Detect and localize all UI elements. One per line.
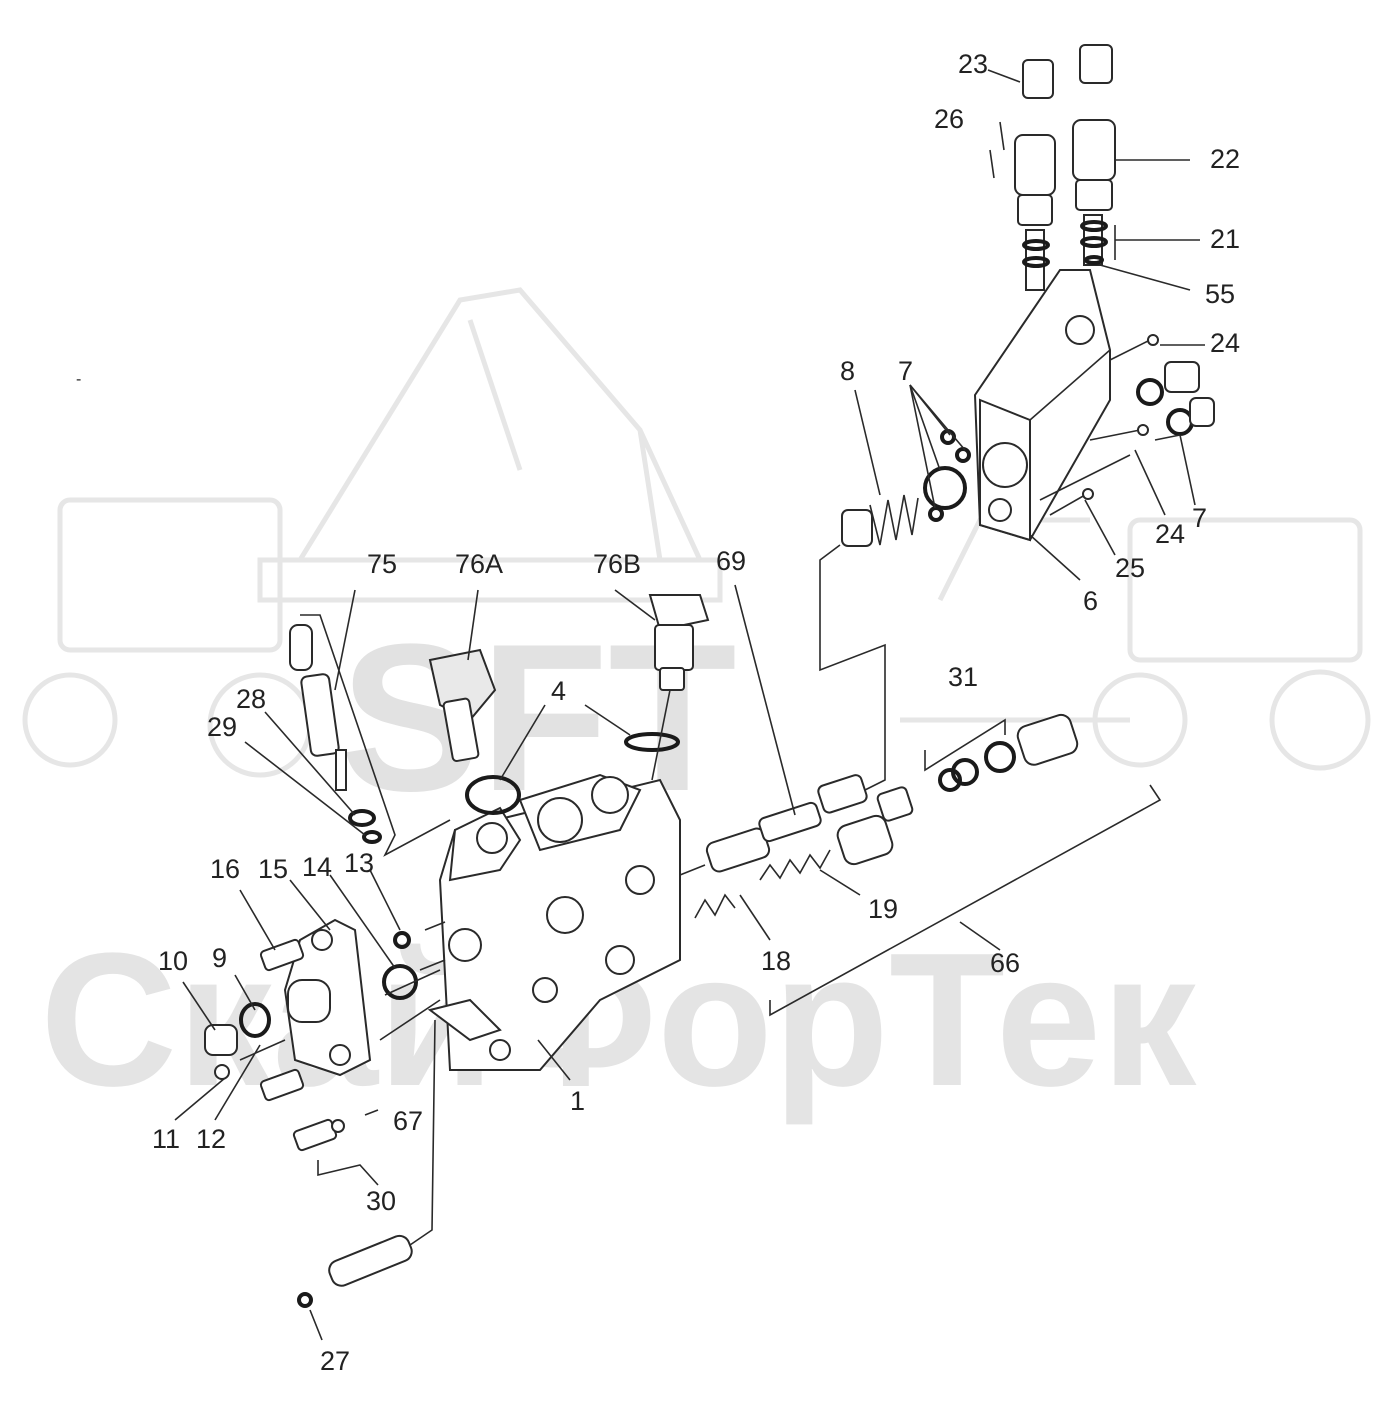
label-part-67: 67 xyxy=(393,1106,423,1136)
label-part-8: 8 xyxy=(840,356,855,386)
label-part-15: 15 xyxy=(258,854,288,884)
watermark: SFT СкайФорТек xyxy=(22,287,1371,1126)
label-part-24-lower: 24 xyxy=(1155,519,1185,549)
label-part-7-right: 7 xyxy=(1192,503,1207,533)
valve-body-part-1 xyxy=(427,773,681,1071)
leader-lines xyxy=(174,69,1205,1341)
label-part-1: 1 xyxy=(570,1086,585,1116)
label-part-66: 66 xyxy=(990,948,1020,978)
screws-26 xyxy=(989,121,1005,179)
relief-valve-75 xyxy=(289,624,347,791)
label-part-12: 12 xyxy=(196,1124,226,1154)
label-part-23: 23 xyxy=(958,49,988,79)
watermark-tractor-left-graphic xyxy=(22,497,313,778)
label-part-28: 28 xyxy=(236,684,266,714)
label-part-31: 31 xyxy=(948,662,978,692)
label-part-21: 21 xyxy=(1210,224,1240,254)
solenoid-left xyxy=(1014,59,1056,291)
label-part-7-left: 7 xyxy=(898,356,913,386)
label-part-26: 26 xyxy=(934,104,964,134)
solenoid-housing-part-6 xyxy=(973,269,1131,542)
label-part-75: 75 xyxy=(367,549,397,579)
label-part-10: 10 xyxy=(158,946,188,976)
label-part-29: 29 xyxy=(207,712,237,742)
cover-plate-part-15 xyxy=(283,918,372,1077)
label-part-11: 11 xyxy=(152,1124,180,1154)
pin-part-27 xyxy=(297,1234,413,1308)
spool-assembly xyxy=(694,713,1079,919)
label-part-76B: 76B xyxy=(593,549,641,579)
stray-mark: - xyxy=(76,371,81,388)
label-part-24-upper: 24 xyxy=(1210,328,1240,358)
label-part-18: 18 xyxy=(761,946,791,976)
relief-valve-76B xyxy=(648,594,710,691)
part-number-labels: 23 26 22 21 55 24 8 7 7 24 25 6 75 76A 7… xyxy=(152,49,1240,1376)
o-rings-4 xyxy=(465,732,680,815)
label-part-25: 25 xyxy=(1115,553,1145,583)
label-part-69: 69 xyxy=(716,546,746,576)
label-part-27: 27 xyxy=(320,1346,350,1376)
relief-valve-76A xyxy=(428,648,497,762)
o-rings-28-29 xyxy=(348,809,382,844)
watermark-excavator-graphic xyxy=(257,287,723,603)
label-part-16: 16 xyxy=(210,854,240,884)
label-part-4: 4 xyxy=(551,676,566,706)
label-part-55: 55 xyxy=(1205,279,1235,309)
small-parts-9-16 xyxy=(204,931,418,1152)
label-part-14: 14 xyxy=(302,852,332,882)
label-part-22: 22 xyxy=(1210,144,1240,174)
label-part-76A: 76A xyxy=(455,549,503,579)
label-part-30: 30 xyxy=(366,1186,396,1216)
label-part-6: 6 xyxy=(1083,586,1098,616)
label-part-9: 9 xyxy=(212,943,227,973)
watermark-tractor-right-graphic xyxy=(900,517,1371,771)
label-part-13: 13 xyxy=(344,848,374,878)
bolts-24-25 xyxy=(1049,334,1159,516)
spring-part-8 xyxy=(841,494,919,547)
plugs-7-right xyxy=(1136,361,1215,436)
solenoid-right xyxy=(1072,44,1116,266)
seals-21-55 xyxy=(1022,220,1108,268)
label-part-19: 19 xyxy=(868,894,898,924)
